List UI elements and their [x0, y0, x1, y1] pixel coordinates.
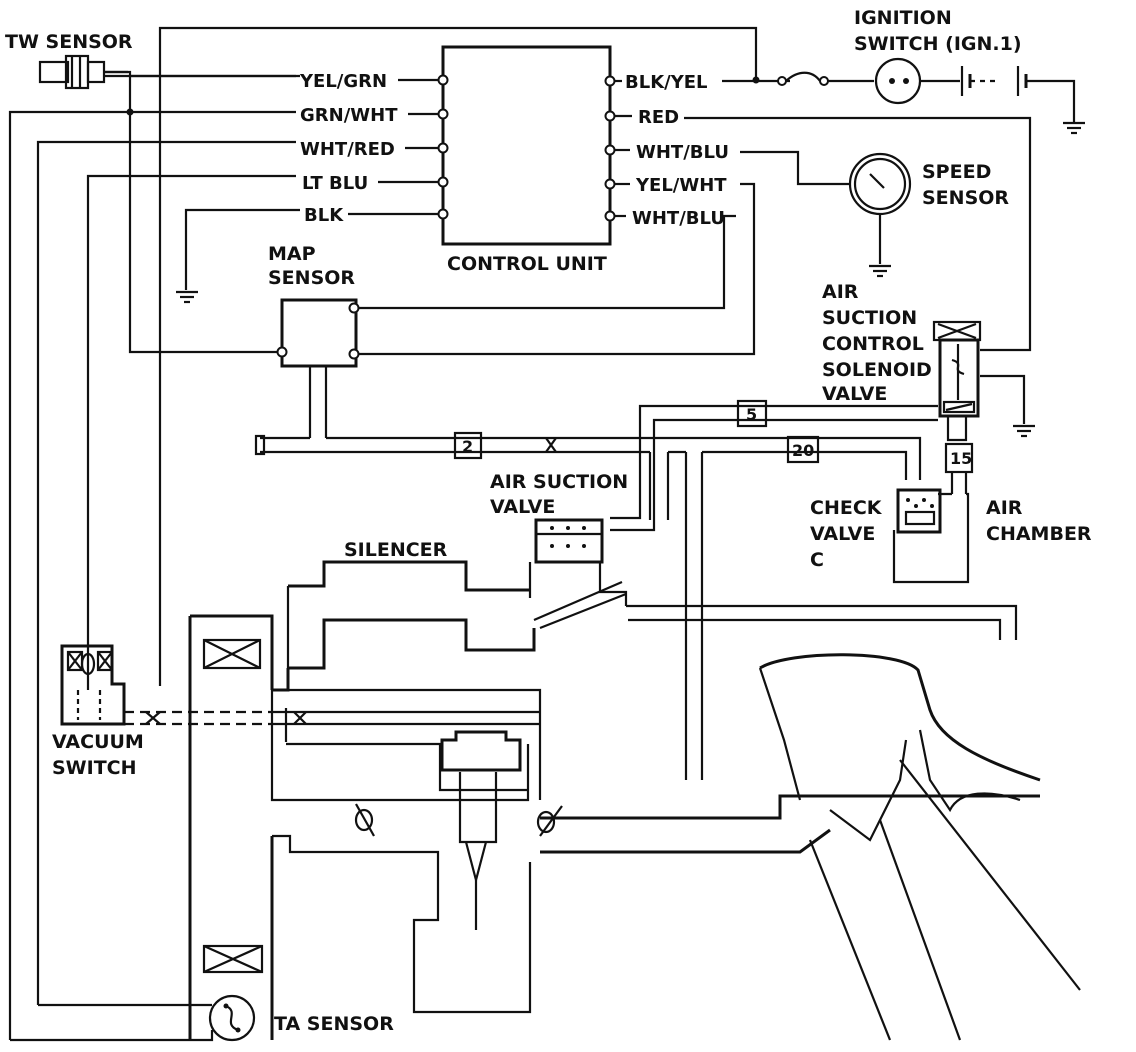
right-wiring: [356, 57, 1085, 356]
silencer-label: SILENCER: [344, 539, 448, 561]
map-sensor-label-2: SENSOR: [268, 267, 355, 289]
solenoid-label-5: VALVE: [822, 383, 887, 405]
control-unit-box: [441, 45, 612, 246]
speed-sensor-label-1: SPEED: [922, 161, 991, 183]
solenoid-label-2: SUCTION: [822, 307, 917, 329]
silencer: [286, 560, 1018, 670]
solenoid-label-4: SOLENOID: [822, 359, 932, 381]
wire-label-lt-blu: LT BLU: [302, 173, 368, 194]
wire-label-blk: BLK: [304, 205, 344, 226]
left-wiring: [8, 26, 758, 1040]
air-suction-valve: [528, 518, 627, 630]
check-valve-label-3: C: [810, 549, 824, 571]
carburetor: [354, 730, 1040, 930]
tube-number-20: 20: [792, 441, 814, 460]
solenoid-label-3: CONTROL: [822, 333, 924, 355]
control-unit-left-terminals: [437, 74, 449, 220]
tube-number-2: 2: [462, 437, 473, 456]
wire-label-wht-red: WHT/RED: [300, 139, 395, 160]
ignition-switch-label-1: IGNITION: [854, 7, 952, 29]
air-chamber-label-1: AIR: [986, 497, 1023, 519]
ignition-switch-label-2: SWITCH (IGN.1): [854, 33, 1022, 55]
control-unit-right-terminals: [604, 75, 616, 222]
air-suction-valve-label-1: AIR SUCTION: [490, 471, 628, 493]
air-chamber-label-2: CHAMBER: [986, 523, 1092, 545]
wire-label-yel-grn: YEL/GRN: [299, 71, 387, 92]
wire-label-red: RED: [638, 107, 679, 128]
tw-sensor: [38, 54, 106, 90]
engine-outline: [758, 653, 1081, 1041]
air-cleaner-housing: [188, 614, 542, 1040]
map-sensor: [276, 298, 360, 438]
speed-sensor-label-2: SENSOR: [922, 187, 1009, 209]
vacuum-switch-label-2: SWITCH: [52, 757, 137, 779]
wire-label-yel-wht: YEL/WHT: [635, 175, 727, 196]
check-valve-c: [896, 488, 942, 534]
vacuum-switch-label-1: VACUUM: [52, 731, 144, 753]
wire-label-wht-blu-2: WHT/BLU: [632, 208, 725, 229]
ta-sensor: [10, 994, 256, 1042]
ta-sensor-label: TA SENSOR: [274, 1013, 394, 1035]
tw-sensor-label: TW SENSOR: [5, 31, 133, 53]
air-suction-control-solenoid-valve: [932, 320, 1035, 442]
map-sensor-label-1: MAP: [268, 243, 316, 265]
wire-label-grn-wht: GRN/WHT: [300, 105, 398, 126]
tube-number-5: 5: [746, 405, 757, 424]
wire-label-wht-blu-1: WHT/BLU: [636, 142, 729, 163]
solenoid-label-1: AIR: [822, 281, 859, 303]
check-valve-label-2: VALVE: [810, 523, 875, 545]
vacuum-switch: [60, 644, 126, 726]
air-suction-valve-label-2: VALVE: [490, 496, 555, 518]
wire-label-blk-yel: BLK/YEL: [625, 72, 708, 93]
tube-number-15: 15: [950, 449, 972, 468]
control-unit-label: CONTROL UNIT: [447, 253, 607, 275]
check-valve-label-1: CHECK: [810, 497, 883, 519]
vacuum-tubes: 2 20 5: [254, 399, 938, 780]
vacuum-switch-tube: [124, 710, 540, 726]
